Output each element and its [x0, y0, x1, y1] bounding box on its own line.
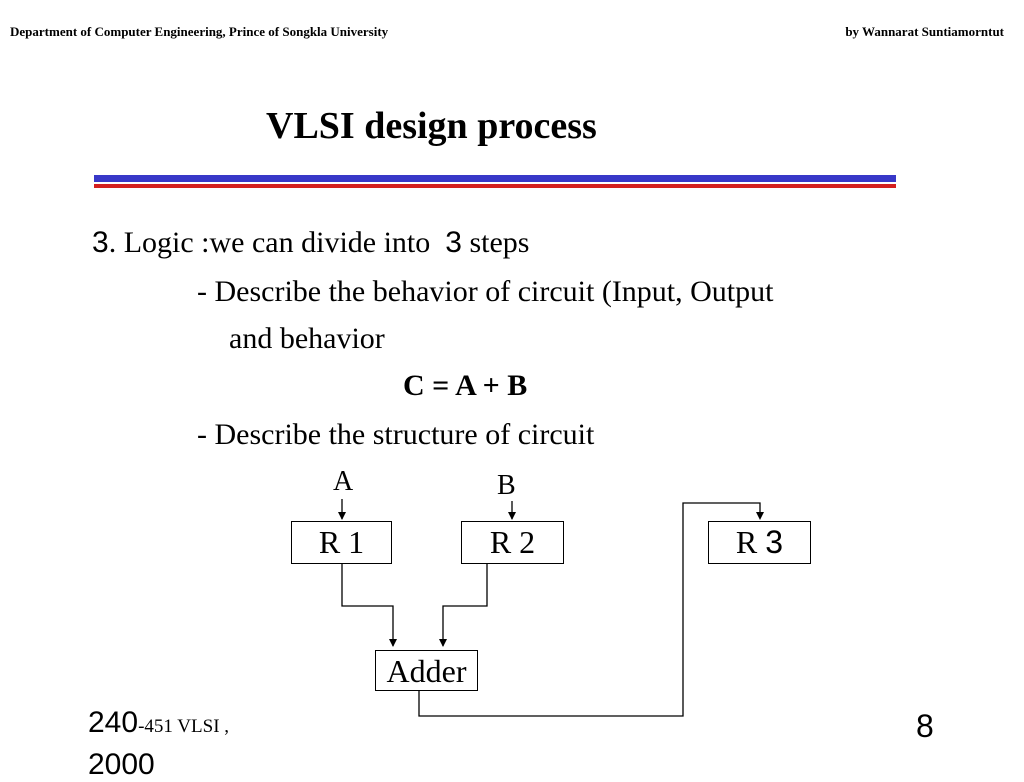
register-r1-label: R 1 [318, 524, 365, 560]
header-department: Department of Computer Engineering, Prin… [10, 24, 389, 39]
slide-title: VLSI design process [266, 105, 597, 147]
wire-r1-adder [341, 563, 394, 646]
adder-block: Adder [375, 650, 478, 691]
title-rule-blue [94, 175, 896, 182]
title-rule-red [94, 184, 896, 188]
arrow-a-r1 [338, 512, 346, 520]
step-heading: 3. Logic :we can divide into 3 steps [92, 226, 529, 260]
footer-course-text: -451 VLSI , [138, 716, 230, 737]
arrow-adder-r3 [756, 512, 764, 520]
arrow-r1-adder [389, 639, 397, 647]
step-suffix: steps [461, 226, 530, 259]
header-author: by Wannarat Suntiamorntut [845, 24, 1004, 39]
bullet-structure: - Describe the structure of circuit [197, 418, 595, 451]
equation: C = A + B [403, 369, 528, 402]
adder-label: Adder [386, 653, 467, 689]
bullet-behavior: - Describe the behavior of circuit (Inpu… [197, 275, 774, 308]
arrow-b-r2 [508, 512, 516, 520]
footer-course: 240-451 VLSI , [88, 706, 229, 740]
step-number: 3 [92, 226, 109, 259]
register-r3-number: 3 [765, 524, 784, 560]
input-b-label: B [497, 470, 516, 501]
register-r2: R 2 [461, 521, 564, 564]
wire-adder-r3 [418, 502, 761, 717]
register-r1: R 1 [291, 521, 392, 564]
register-r3: R 3 [708, 521, 811, 564]
footer-year: 2000 [88, 748, 155, 781]
page-number: 8 [916, 708, 934, 744]
input-a-label: A [333, 466, 354, 497]
step-text: . Logic :we can divide into [108, 226, 431, 259]
wire-r2-adder [442, 563, 488, 646]
footer-course-number: 240 [88, 706, 139, 739]
register-r2-label: R 2 [489, 524, 536, 560]
bullet-behavior-cont: and behavior [229, 322, 385, 355]
step-count: 3 [445, 226, 462, 259]
register-r3-prefix: R [735, 524, 766, 560]
arrow-r2-adder [439, 639, 447, 647]
